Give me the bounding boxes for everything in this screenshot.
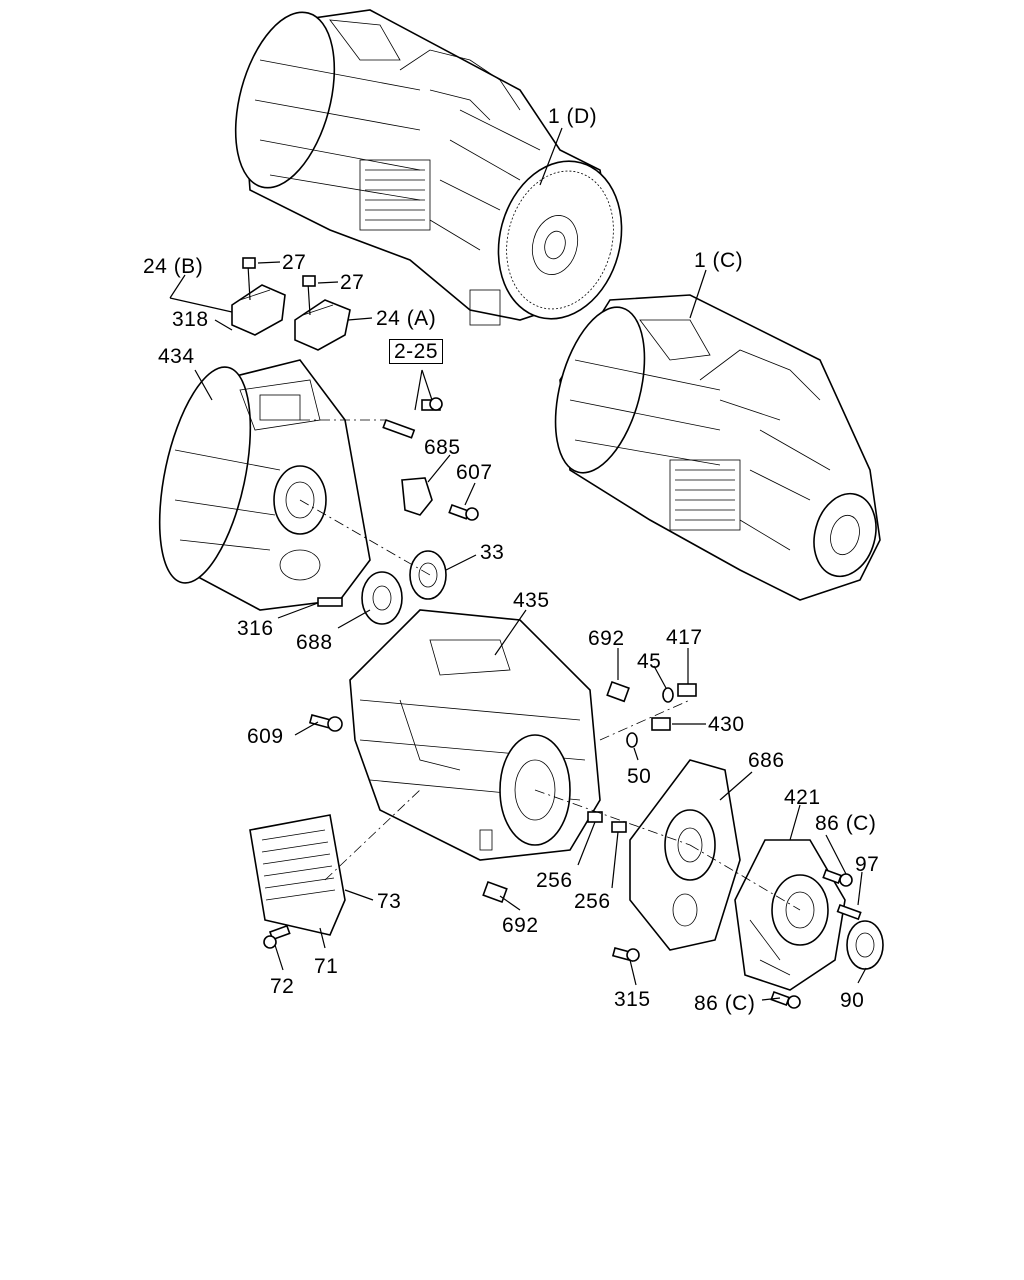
- callout-2-25: 2-25: [389, 339, 444, 364]
- plate-316: [317, 597, 343, 607]
- bearing-688: [361, 571, 403, 625]
- callout-50: 50: [627, 765, 652, 788]
- dowel-692-top: [606, 680, 630, 703]
- callout-33: 33: [480, 541, 505, 564]
- callout-97: 97: [855, 853, 880, 876]
- bolt-609: [308, 714, 343, 732]
- ring-50: [626, 732, 638, 748]
- bracket-685: [401, 477, 433, 516]
- callout-86c-bottom: 86 (C): [694, 992, 756, 1015]
- callout-692-top: 692: [588, 627, 625, 650]
- plug-430: [651, 717, 671, 731]
- callout-685: 685: [424, 436, 461, 459]
- callout-45: 45: [637, 650, 662, 673]
- callout-27a: 27: [282, 251, 307, 274]
- bolt-97: [836, 903, 862, 921]
- callout-607: 607: [456, 461, 493, 484]
- dowels-256: [587, 811, 627, 833]
- callout-434: 434: [158, 345, 195, 368]
- callout-316: 316: [237, 617, 274, 640]
- callout-430: 430: [708, 713, 745, 736]
- transmission-assembly-1c: [554, 294, 881, 601]
- side-cover-71: [249, 814, 346, 936]
- callout-318: 318: [172, 308, 209, 331]
- callout-686: 686: [748, 749, 785, 772]
- ring-45: [662, 687, 674, 703]
- oil-seal-33: [409, 550, 447, 600]
- bolt-315: [611, 947, 640, 962]
- callout-27b: 27: [340, 271, 365, 294]
- transmission-case-435: [349, 609, 601, 861]
- extension-housing-421: [734, 839, 846, 991]
- bolt-607: [448, 503, 479, 521]
- callout-1d: 1 (D): [548, 105, 598, 128]
- callout-692-bottom: 692: [502, 914, 539, 937]
- callout-72: 72: [270, 975, 295, 998]
- bolt-72: [263, 924, 291, 949]
- callout-609: 609: [247, 725, 284, 748]
- callout-24b: 24 (B): [143, 255, 204, 278]
- callout-315: 315: [614, 988, 651, 1011]
- callout-1c: 1 (C): [694, 249, 744, 272]
- bolt-86c-bottom: [770, 990, 801, 1009]
- transmission-assembly-1d: [234, 9, 623, 326]
- callout-73: 73: [377, 890, 402, 913]
- callout-86c-top: 86 (C): [815, 812, 877, 835]
- oil-seal-90: [846, 920, 884, 970]
- callout-24a: 24 (A): [376, 307, 437, 330]
- leader-lines: [169, 127, 867, 1001]
- breather-24b: [231, 257, 286, 336]
- callout-435: 435: [513, 589, 550, 612]
- cover-686: [629, 759, 741, 951]
- callout-90: 90: [840, 989, 865, 1012]
- callout-71: 71: [314, 955, 339, 978]
- plug-417: [677, 683, 697, 697]
- callout-256-a: 256: [536, 869, 573, 892]
- callout-417: 417: [666, 626, 703, 649]
- callout-688: 688: [296, 631, 333, 654]
- clutch-housing-434: [158, 359, 371, 611]
- callout-421: 421: [784, 786, 821, 809]
- breather-24a: [294, 275, 351, 351]
- pin-2-25: [382, 397, 443, 439]
- callout-256-b: 256: [574, 890, 611, 913]
